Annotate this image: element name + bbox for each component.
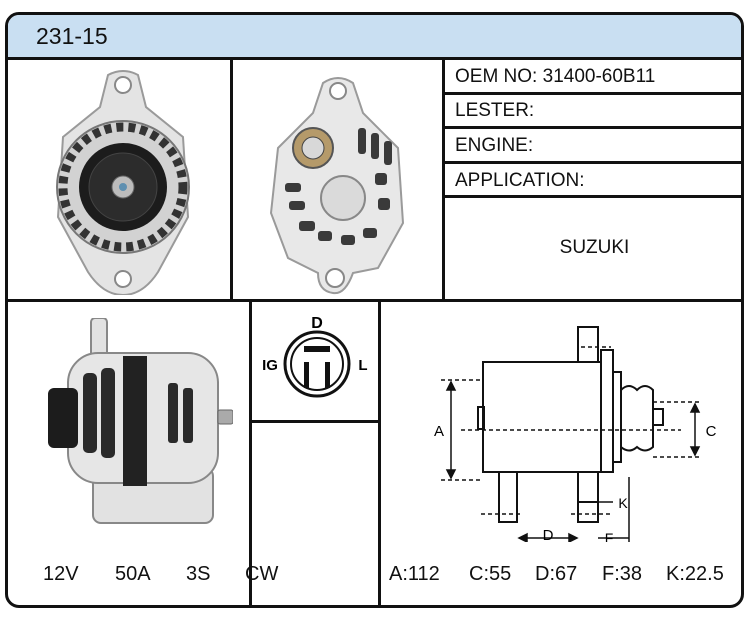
dimension-label-c: C [706, 423, 717, 440]
divider [442, 126, 741, 129]
divider [442, 60, 445, 300]
connector-label-top: D [311, 315, 323, 332]
amperage-spec: 50A [115, 563, 151, 585]
rotation-spec: CW [245, 563, 279, 585]
alternator-side-view-image [48, 318, 233, 524]
header-bar: 231-15 [8, 15, 741, 60]
divider [230, 60, 233, 300]
connector-label-right: L [358, 357, 367, 374]
divider [249, 420, 381, 423]
dimension-label-f: F [605, 530, 614, 542]
alternator-front-view-image [56, 70, 190, 295]
connector-label-left: IG [262, 357, 278, 374]
oem-row: OEM NO: 31400-60B11 [455, 66, 655, 88]
engine-label: ENGINE: [455, 135, 534, 156]
dimension-drawing: A C D F K [434, 326, 717, 542]
oem-value: 31400-60B11 [542, 66, 656, 87]
lester-row: LESTER: [455, 100, 534, 122]
connector-plug-diagram: D IG L [262, 315, 368, 398]
product-sheet: 231-15 OEM N [5, 12, 744, 608]
divider [442, 161, 741, 164]
dimension-value-a: A:112 [389, 563, 440, 585]
dimension-value-k: K:22.5 [666, 563, 724, 585]
alternator-rear-view-image [269, 77, 405, 295]
dimension-value-f: F:38 [602, 563, 643, 585]
divider [378, 299, 381, 605]
application-label: APPLICATION: [455, 170, 585, 191]
divider [442, 92, 741, 95]
divider [442, 195, 741, 198]
dimension-value-d: D:67 [535, 563, 578, 585]
voltage-spec: 12V [43, 563, 79, 585]
application-value: SUZUKI [559, 237, 630, 258]
engine-row: ENGINE: [455, 135, 533, 157]
groove-spec: 3S [186, 563, 211, 585]
dimension-value-c: C:55 [469, 563, 512, 585]
divider [249, 299, 252, 605]
oem-label: OEM NO: [455, 66, 538, 87]
divider [8, 299, 741, 302]
dimension-label-a: A [434, 423, 444, 440]
part-number: 231-15 [36, 23, 108, 49]
dimension-label-d: D [543, 527, 554, 542]
dimension-label-k: K [618, 495, 628, 511]
lester-label: LESTER: [455, 100, 535, 121]
